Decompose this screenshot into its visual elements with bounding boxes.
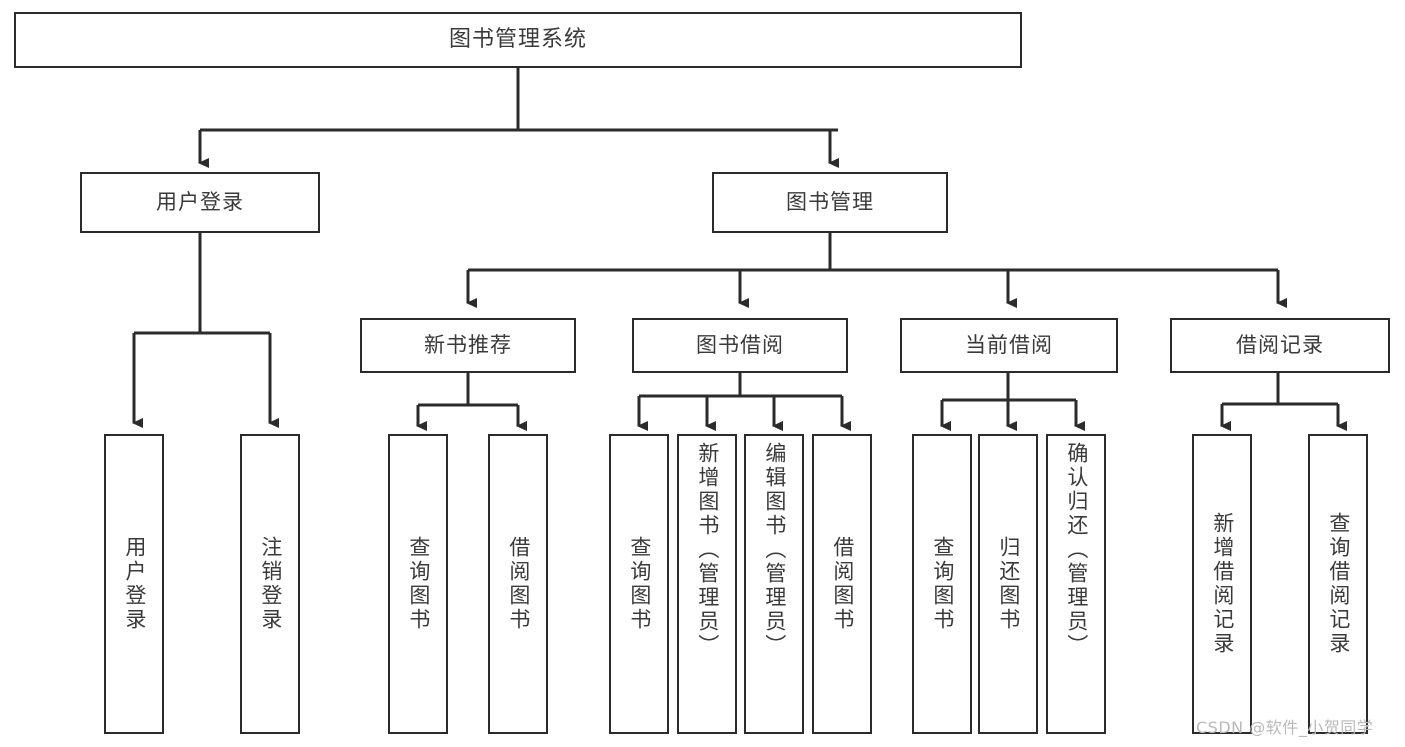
- leaf-edit-book-admin[interactable]: 编辑图书（管理员）: [744, 434, 804, 734]
- leaf-query-borrow-record[interactable]: 查询借阅记录: [1308, 434, 1368, 734]
- node-current-borrowing[interactable]: 当前借阅: [900, 318, 1118, 373]
- leaf-user-login[interactable]: 用户登录: [104, 434, 164, 734]
- node-new-book-recommendation[interactable]: 新书推荐: [360, 318, 576, 373]
- node-root-book-management-system[interactable]: 图书管理系统: [14, 12, 1022, 68]
- node-label: 借阅图书: [830, 536, 855, 632]
- leaf-return-book[interactable]: 归还图书: [978, 434, 1038, 734]
- leaf-user-logout[interactable]: 注销登录: [240, 434, 300, 734]
- node-label: 借阅图书: [506, 536, 531, 632]
- node-label: 用户登录: [156, 189, 244, 214]
- node-label: 新书推荐: [424, 332, 512, 357]
- leaf-borrow-book-borrowing[interactable]: 借阅图书: [812, 434, 872, 734]
- node-label: 编辑图书（管理员）: [762, 442, 787, 658]
- node-label: 查询图书: [406, 536, 431, 632]
- node-label: 查询图书: [930, 536, 955, 632]
- leaf-borrow-book-recommendation[interactable]: 借阅图书: [488, 434, 548, 734]
- node-book-management[interactable]: 图书管理: [712, 172, 948, 233]
- node-label: 确认归还（管理员）: [1064, 442, 1089, 658]
- node-label: 查询图书: [627, 536, 652, 632]
- node-label: 借阅记录: [1236, 332, 1324, 357]
- node-user-login[interactable]: 用户登录: [80, 172, 320, 233]
- leaf-add-borrow-record[interactable]: 新增借阅记录: [1192, 434, 1252, 734]
- leaf-query-book-borrowing[interactable]: 查询图书: [609, 434, 669, 734]
- node-borrow-records[interactable]: 借阅记录: [1170, 318, 1390, 373]
- node-label: 图书管理: [786, 189, 874, 214]
- node-label: 当前借阅: [965, 332, 1053, 357]
- leaf-query-book-current[interactable]: 查询图书: [912, 434, 972, 734]
- node-label: 归还图书: [996, 536, 1021, 632]
- node-label: 新增借阅记录: [1210, 512, 1235, 656]
- node-book-borrowing[interactable]: 图书借阅: [632, 318, 848, 373]
- node-label: 注销登录: [258, 536, 283, 632]
- leaf-confirm-return-admin[interactable]: 确认归还（管理员）: [1046, 434, 1106, 734]
- node-label: 新增图书（管理员）: [695, 442, 720, 658]
- node-label: 图书借阅: [696, 332, 784, 357]
- node-label: 用户登录: [122, 536, 147, 632]
- node-label: 图书管理系统: [448, 26, 587, 52]
- node-label: 查询借阅记录: [1326, 512, 1351, 656]
- leaf-add-book-admin[interactable]: 新增图书（管理员）: [677, 434, 737, 734]
- leaf-query-book-recommendation[interactable]: 查询图书: [388, 434, 448, 734]
